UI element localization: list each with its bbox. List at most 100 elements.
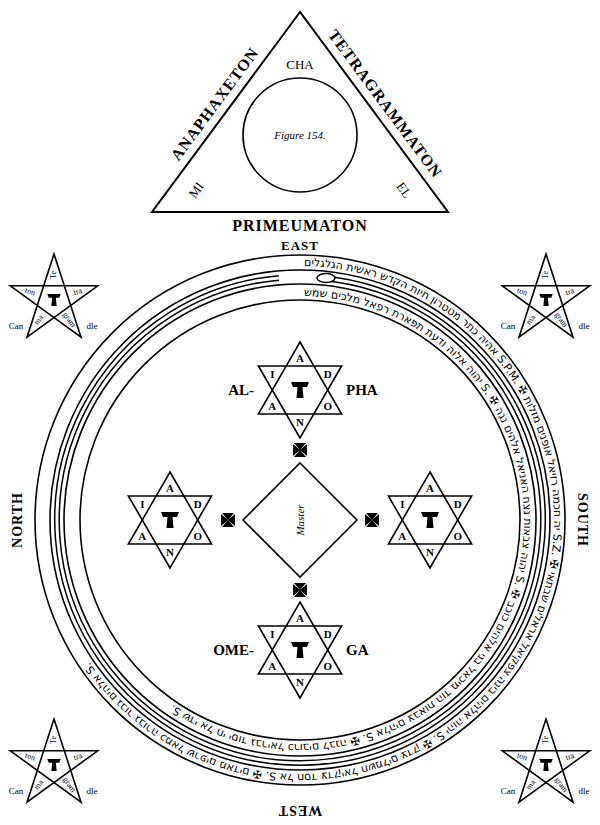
side-syllable: AL-: [228, 383, 254, 398]
pentagram: TetragrammatonCandle: [496, 715, 596, 815]
name-fragment: Te: [50, 271, 58, 279]
hebrew-ring-path-text: יהוה אלוה ודעת תפארת רפאל מלכים שמש S. ✠…: [167, 286, 534, 754]
hebrew-ring-path-text: אהיה כתר מטטרון חיות הקדש ראשית הגלגלים …: [81, 256, 564, 784]
ring-line: [35, 255, 565, 785]
side-syllable: GA: [346, 643, 369, 658]
hexagram-letter: I: [400, 499, 404, 510]
name-fragment: gram: [553, 311, 569, 329]
tau-cross: [161, 512, 179, 528]
tau-cross: [539, 294, 553, 306]
cross-pattee: [365, 513, 379, 527]
name-fragment: gram: [61, 311, 77, 329]
candle-word: Can: [501, 787, 516, 796]
name-fragment: tra: [565, 752, 575, 762]
compass-direction: NORTH: [11, 492, 25, 548]
hexagram-letter: D: [454, 499, 462, 510]
hexagram-letter: O: [323, 401, 332, 412]
candle-word: dle: [87, 787, 98, 796]
tau-cross: [421, 512, 439, 528]
hexagram-letter: N: [426, 547, 434, 558]
name-fragment: Te: [542, 271, 550, 279]
hexagram-letter: D: [324, 369, 332, 380]
divine-name: PRIMEUMATON: [232, 218, 368, 234]
name-fragment: tra: [73, 752, 83, 762]
candle-word: Can: [501, 322, 516, 331]
cross-pattee: [293, 443, 307, 457]
diamond-outline: [243, 463, 357, 577]
tau-cross: [539, 759, 553, 771]
figure-number: Figure 154.: [274, 129, 326, 142]
hebrew-ring-text: אהיה כתר מטטרון חיות הקדש ראשית הגלגלים …: [81, 256, 564, 784]
hexagram-triangle: [258, 366, 341, 438]
hexagram-letter: A: [398, 531, 406, 542]
hexagram-letter: A: [268, 401, 276, 412]
hexagram-letter: A: [296, 353, 304, 364]
pentagram-outline: [10, 719, 97, 802]
pentagram-outline: [496, 715, 596, 815]
serpent-body: [57, 278, 543, 763]
hexagram-letter: A: [268, 661, 276, 672]
name-fragment: gram: [61, 776, 77, 794]
compass-direction: EAST: [281, 239, 319, 252]
corner-syllable: MI: [186, 180, 206, 201]
serpent-body-inner: [57, 278, 543, 763]
triangle-outline: [152, 12, 448, 212]
hexagram: ADONAI: [120, 470, 220, 570]
hexagram-triangle: [388, 496, 471, 568]
hexagram-letter: I: [270, 629, 274, 640]
pentagram-outline: [10, 254, 97, 337]
pentagram-outline: [502, 254, 589, 337]
pentagram-outline: [4, 715, 104, 815]
hexagram-letter: N: [166, 547, 174, 558]
hexagram: ADONAIAL-PHA: [250, 340, 350, 440]
corner-syllable: CHA: [286, 58, 313, 71]
ring-line: [64, 284, 536, 756]
corner-syllable: EL: [394, 180, 414, 201]
hexagram-letter: D: [324, 629, 332, 640]
master-word: Master: [295, 504, 306, 535]
magic-circle: אהיה כתר מטטרון חיות הקדש ראשית הגלגלים …: [34, 254, 566, 786]
name-fragment: ton: [24, 287, 36, 298]
pentagram-outline: [496, 250, 596, 350]
candle-word: Can: [9, 322, 24, 331]
hebrew-ring-text: יהוה אלוה ודעת תפארת רפאל מלכים שמש S. ✠…: [167, 286, 534, 754]
hexagram-letter: O: [193, 531, 202, 542]
ring-line: [50, 270, 550, 770]
hexagram-letter: A: [166, 483, 174, 494]
candle-word: dle: [87, 322, 98, 331]
name-fragment: tra: [73, 287, 83, 297]
hexagram-triangle: [258, 626, 341, 698]
tau-cross: [47, 759, 61, 771]
divine-name: ANAPHAXETON: [168, 44, 262, 163]
name-fragment: ton: [516, 752, 528, 763]
pentagram-outline: [4, 250, 104, 350]
pentagram: TetragrammatonCandle: [4, 250, 104, 350]
hexagram-triangle: [258, 342, 341, 414]
hexagram: ADONAIOME-GA: [250, 600, 350, 700]
master-diamond: Master: [242, 462, 358, 578]
triangle-seal: ANAPHAXETONTETRAGRAMMATONPRIMEUMATONCHAE…: [100, 0, 500, 240]
hexagram-letter: O: [453, 531, 462, 542]
name-fragment: tra: [565, 287, 575, 297]
pentagram: TetragrammatonCandle: [4, 715, 104, 815]
tau-cross: [291, 382, 309, 398]
hexagram-letter: A: [138, 531, 146, 542]
pentagram-outline: [502, 719, 589, 802]
compass-direction: SOUTH: [575, 493, 589, 547]
hexagram-letter: N: [296, 677, 304, 688]
hexagram-letter: A: [296, 613, 304, 624]
candle-word: dle: [579, 322, 590, 331]
hexagram-letter: N: [296, 417, 304, 428]
triangle-seal-outline: [100, 0, 500, 240]
name-fragment: Te: [50, 736, 58, 744]
hexagram-letter: D: [194, 499, 202, 510]
hexagram: ADONAI: [380, 470, 480, 570]
hexagram-triangle: [388, 472, 471, 544]
hexagram-triangle: [128, 496, 211, 568]
tau-cross: [291, 642, 309, 658]
hexagram-letter: O: [323, 661, 332, 672]
candle-word: dle: [579, 787, 590, 796]
circle-outline: [243, 78, 357, 192]
compass-direction: WEST: [278, 803, 322, 817]
inner-circle: Figure 154.: [242, 77, 358, 193]
